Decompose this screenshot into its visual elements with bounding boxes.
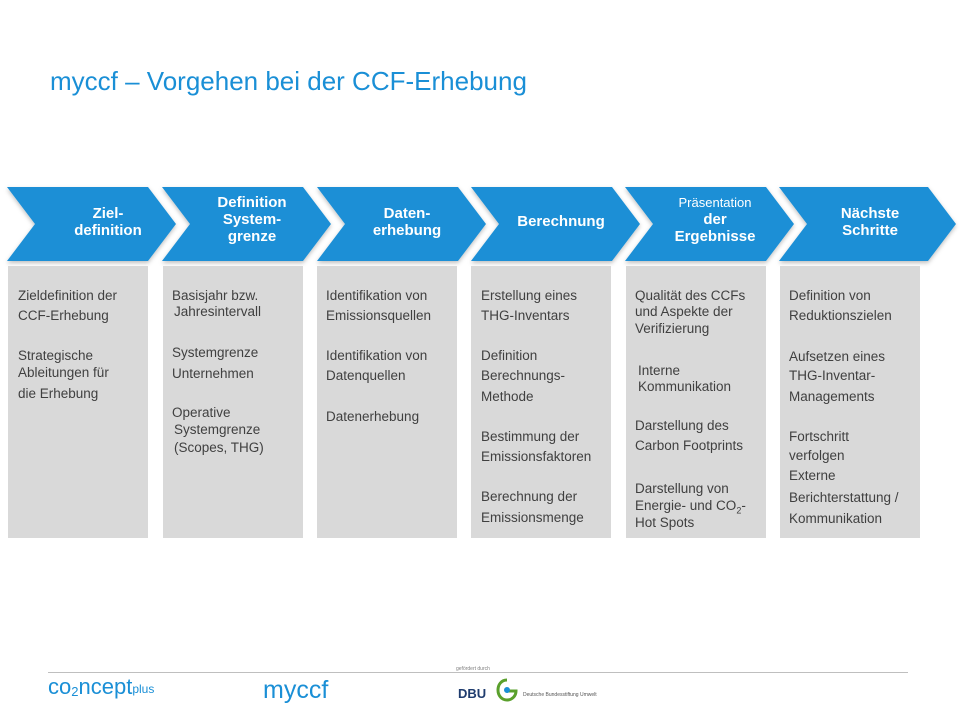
box-line: Unternehmen <box>172 366 254 381</box>
box-line: Reduktionszielen <box>789 308 892 323</box>
footer-divider <box>48 672 908 673</box>
step-arrow-5 <box>625 187 794 261</box>
box-line: Berechnung der <box>481 489 578 504</box>
box-line: Managements <box>789 389 875 404</box>
box-line: Emissionsmenge <box>481 510 584 525</box>
box-line: Systemgrenze <box>174 422 261 437</box>
box-line: Ableitungen für <box>18 365 109 380</box>
box-line: Energie- und CO2- <box>635 498 746 516</box>
box-line: Darstellung von <box>635 481 729 496</box>
step-box-systemgrenze: Basisjahr bzw. Jahresintervall Systemgre… <box>163 266 303 538</box>
box-line: Qualität des CCFs <box>635 288 746 303</box>
co2ncept-plus-logo: co2nceptplus <box>48 674 155 699</box>
step-label-zieldefinition: Ziel-definition <box>74 205 142 239</box>
box-line: (Scopes, THG) <box>174 440 264 455</box>
box-line: Verifizierung <box>635 321 710 336</box>
box-line: Emissionsfaktoren <box>481 449 592 464</box>
step-arrow-1 <box>7 187 176 261</box>
dbu-logo: gefördert durch DBU Deutsche Bundesstift… <box>456 666 597 710</box>
box-line: Emissionsquellen <box>326 308 432 323</box>
box-line: und Aspekte der <box>635 304 733 319</box>
step-box-berechnung: Erstellung eines THG-Inventars Definitio… <box>471 266 611 538</box>
box-line: THG-Inventars <box>481 308 570 323</box>
box-line: Datenquellen <box>326 368 406 383</box>
box-line: Darstellung des <box>635 418 729 433</box>
box-line: Externe <box>789 468 836 483</box>
box-line: Definition <box>481 348 538 363</box>
box-line: Zieldefinition der <box>18 288 118 303</box>
box-line: Datenerhebung <box>326 409 420 424</box>
box-line: Aufsetzen eines <box>789 349 886 364</box>
step-box-zieldefinition: Zieldefinition der CCF-Erhebung Strategi… <box>8 266 148 538</box>
box-line: CCF-Erhebung <box>18 308 109 323</box>
box-line: Bestimmung der <box>481 429 580 444</box>
box-line: THG-Inventar- <box>789 368 876 383</box>
step-arrow-3 <box>317 187 486 261</box>
box-line: Kommunikation <box>638 379 732 394</box>
box-line: Identifikation von <box>326 348 428 363</box>
process-arrow-band <box>7 187 956 261</box>
step-arrow-6 <box>779 187 956 261</box>
box-line: Interne <box>638 363 681 378</box>
box-line: Berechnungs- <box>481 368 566 383</box>
box-line: Systemgrenze <box>172 345 259 360</box>
box-line: Erstellung eines <box>481 288 578 303</box>
box-line: Basisjahr bzw. <box>172 288 259 303</box>
dbu-tagline: gefördert durch <box>456 666 490 672</box>
box-line: Definition von <box>789 288 871 303</box>
dbu-subtitle: Deutsche Bundesstiftung Umwelt <box>523 692 597 698</box>
box-line: Identifikation von <box>326 288 428 303</box>
step-box-praesentation: Qualität des CCFs und Aspekte der Verifi… <box>626 266 766 538</box>
box-line: Hot Spots <box>635 515 695 530</box>
step-label-berechnung: Berechnung <box>517 213 605 230</box>
box-line: Operative <box>172 405 231 420</box>
box-line: Berichterstattung / <box>789 490 899 505</box>
box-line: Fortschritt <box>789 429 850 444</box>
box-line: Jahresintervall <box>174 304 262 319</box>
step-arrow-2 <box>162 187 331 261</box>
step-box-naechste-schritte: Definition von Reduktionszielen Aufsetze… <box>780 266 920 538</box>
dbu-emblem-icon <box>496 678 518 702</box>
box-line: verfolgen <box>789 448 845 463</box>
box-line: Carbon Footprints <box>635 438 744 453</box>
step-box-datenerhebung: Identifikation von Emissionsquellen Iden… <box>317 266 457 538</box>
dbu-wordmark: DBU <box>458 686 487 701</box>
step-arrow-4 <box>471 187 640 261</box>
box-line: die Erhebung <box>18 386 99 401</box>
myccf-logo: myccf <box>263 676 329 704</box>
box-line: Kommunikation <box>789 511 883 526</box>
step-label-datenerhebung: Daten-erhebung <box>372 205 442 239</box>
box-line: Methode <box>481 389 534 404</box>
page-title: myccf – Vorgehen bei der CCF-Erhebung <box>50 66 527 96</box>
box-line: Strategische <box>18 348 94 363</box>
